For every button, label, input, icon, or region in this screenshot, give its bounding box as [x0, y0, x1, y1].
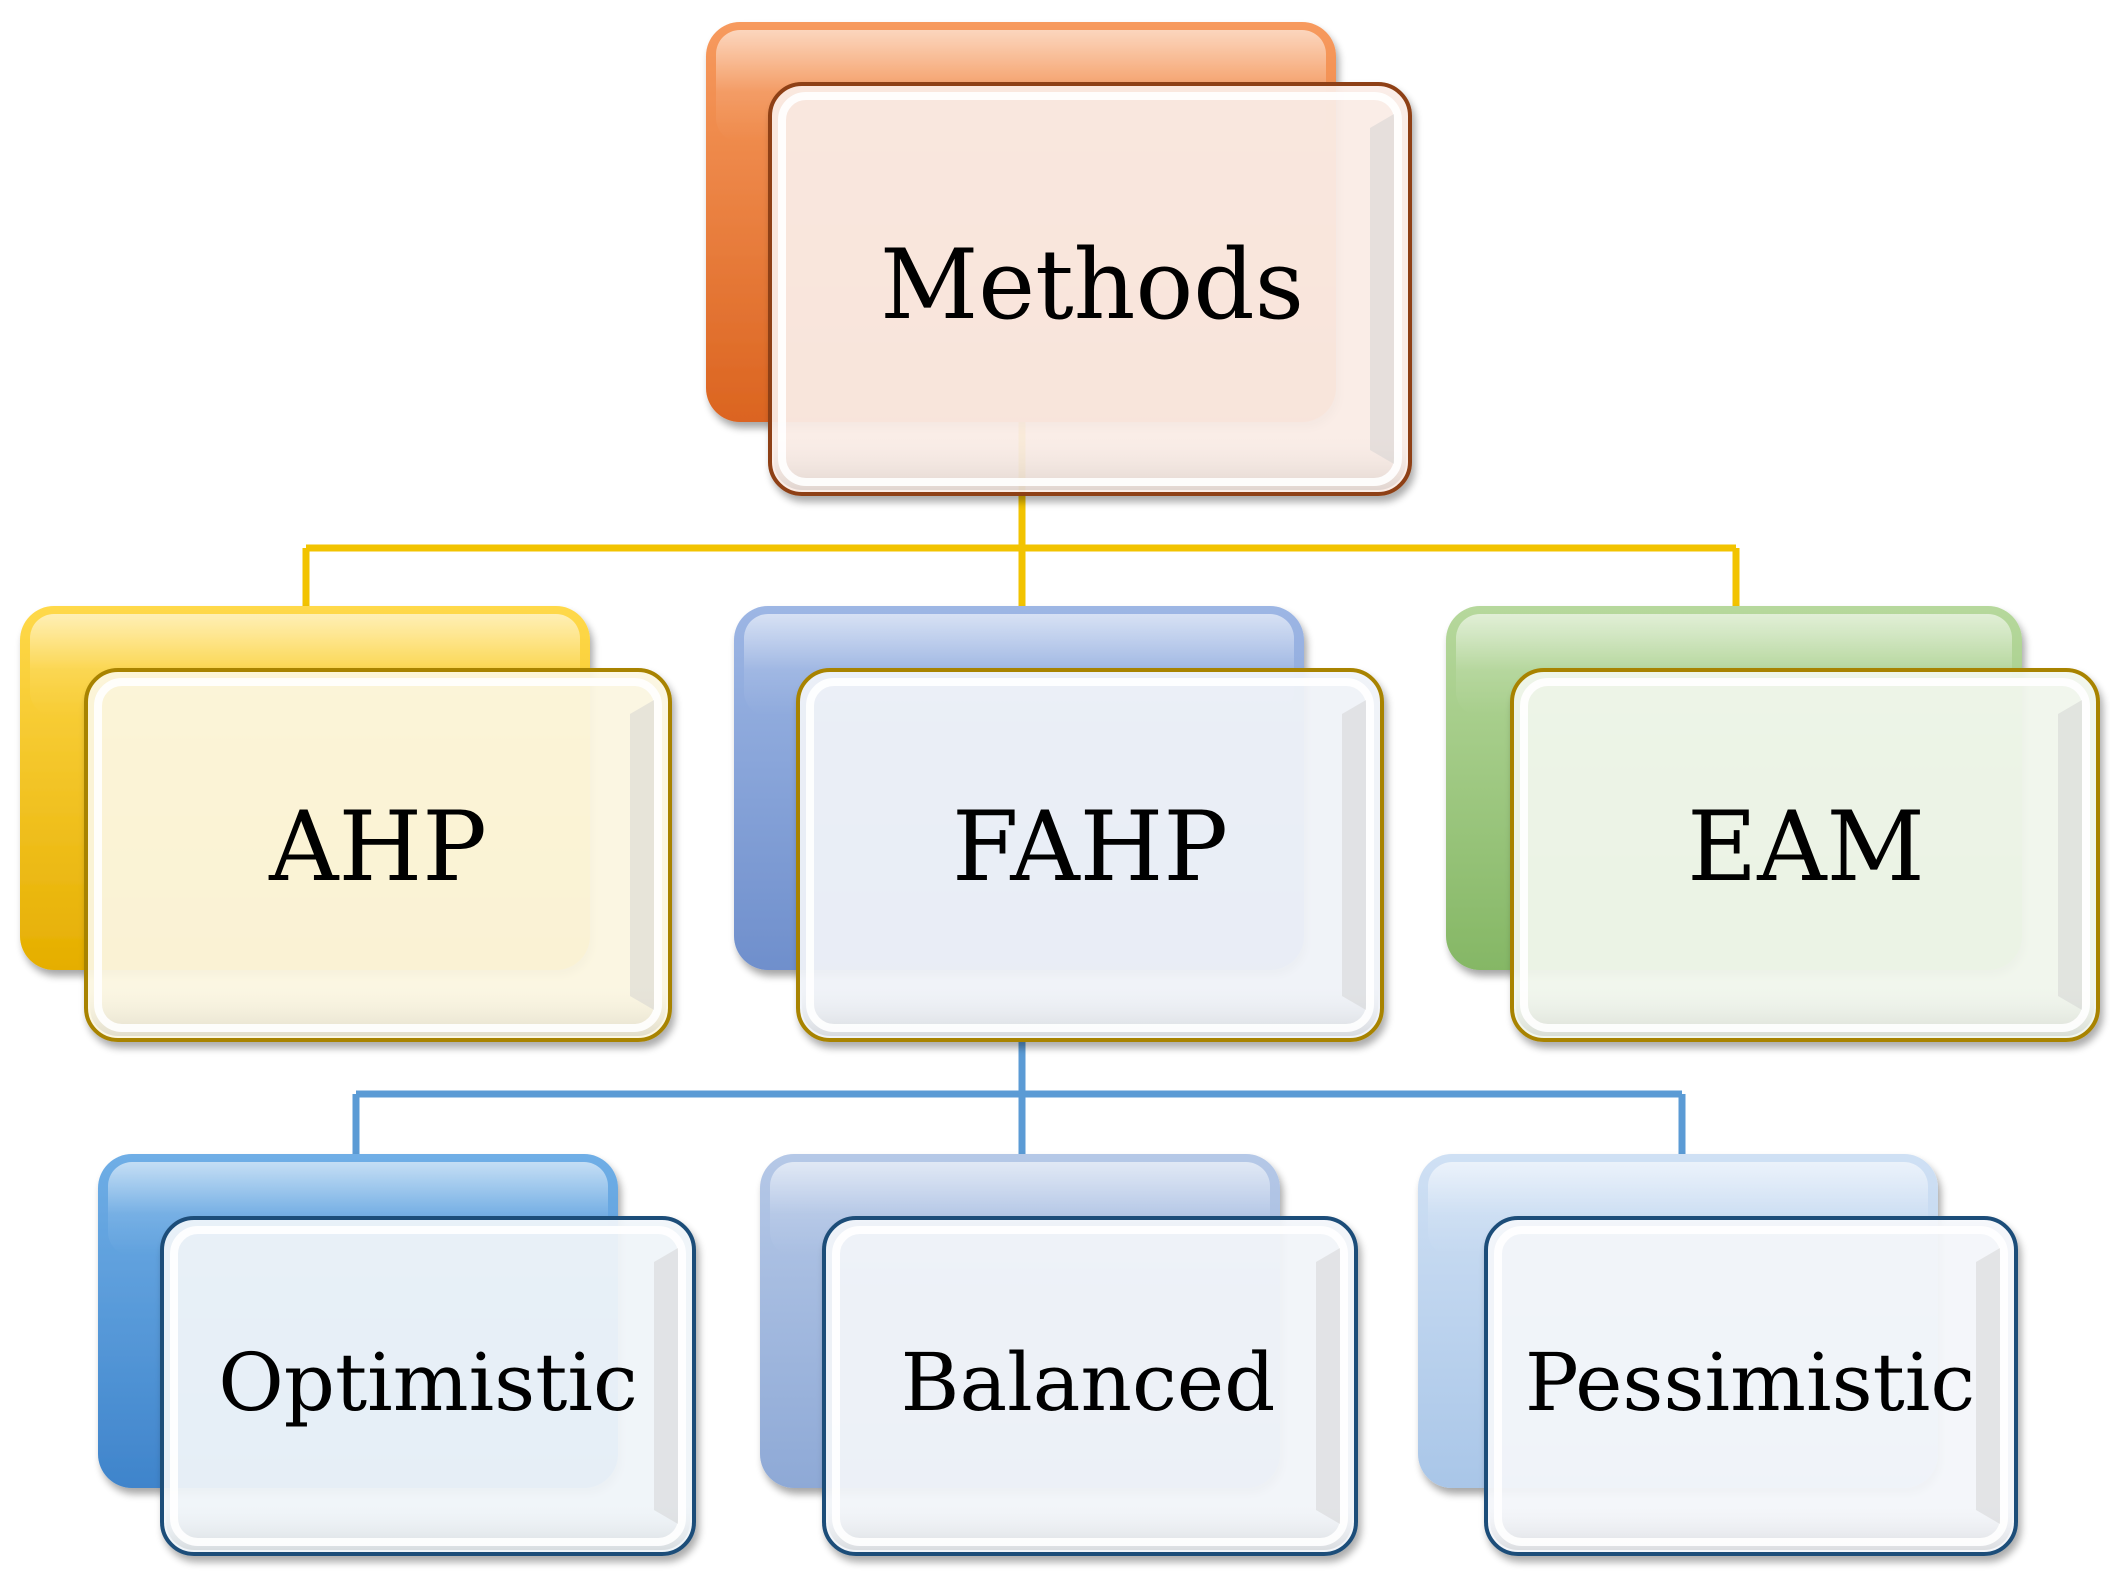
node-methods-front-bevel — [778, 92, 1402, 486]
node-fahp-front-bevel — [806, 678, 1374, 1032]
node-methods-front-shade — [774, 88, 1406, 490]
node-pessimistic-front-bevel-strip — [1976, 1248, 2000, 1524]
connectors — [302, 420, 1740, 1154]
node-pessimistic-label: Pessimistic — [1525, 1336, 1975, 1429]
node-eam-label: EAM — [1687, 791, 1925, 903]
node-ahp-front-shade — [90, 674, 666, 1036]
node-methods-front-bevel-strip — [1370, 114, 1394, 464]
node-pessimistic-front-bevel — [1494, 1226, 2008, 1546]
node-balanced: Balanced — [760, 1154, 1358, 1556]
node-pessimistic-front-shade — [1490, 1222, 2012, 1550]
node-ahp-front-bevel — [94, 678, 662, 1032]
node-ahp-label: AHP — [268, 791, 487, 903]
node-balanced-front-bevel — [832, 1226, 1348, 1546]
node-balanced-label: Balanced — [901, 1336, 1276, 1429]
node-ahp-front-bevel-strip — [630, 700, 654, 1010]
node-eam-front-shade — [1516, 674, 2094, 1036]
node-eam-front-bevel — [1520, 678, 2090, 1032]
node-balanced-front-bevel-strip — [1316, 1248, 1340, 1524]
node-fahp-front-shade — [802, 674, 1378, 1036]
node-fahp-front-bevel-strip — [1342, 700, 1366, 1010]
node-optimistic-front-bevel — [170, 1226, 686, 1546]
node-methods-label: Methods — [880, 229, 1304, 341]
node-optimistic-label: Optimistic — [218, 1336, 638, 1429]
node-eam-front-bevel-strip — [2058, 700, 2082, 1010]
node-fahp-label: FAHP — [952, 791, 1228, 903]
node-methods: Methods — [706, 22, 1412, 496]
node-ahp: AHP — [20, 606, 672, 1042]
node-optimistic: Optimistic — [98, 1154, 696, 1556]
node-eam: EAM — [1446, 606, 2100, 1042]
node-balanced-front-shade — [828, 1222, 1352, 1550]
node-optimistic-front-shade — [166, 1222, 690, 1550]
connector-fahp-level — [352, 1040, 1686, 1154]
node-pessimistic: Pessimistic — [1418, 1154, 2018, 1556]
node-fahp: FAHP — [734, 606, 1384, 1042]
node-optimistic-front-bevel-strip — [654, 1248, 678, 1524]
